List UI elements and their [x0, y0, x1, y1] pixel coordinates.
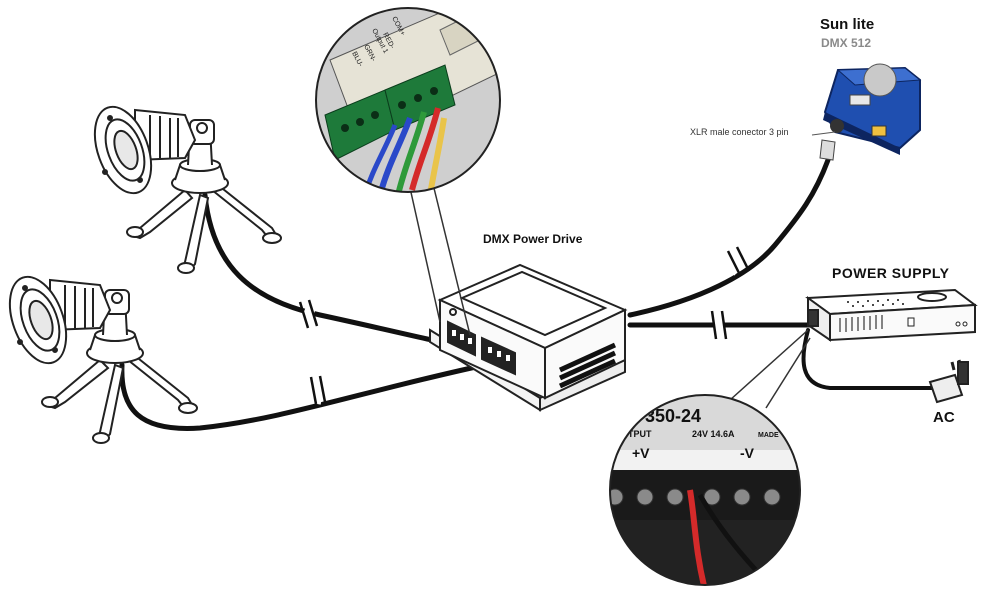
cable-psu-to-ac	[801, 328, 937, 390]
psu-output-text: TPUT	[628, 429, 652, 439]
ac-plug	[928, 359, 969, 404]
spotlight-2	[8, 275, 198, 444]
ac-label: AC	[933, 409, 955, 426]
zoom-lines-psu	[729, 329, 811, 409]
cable-break-marks	[298, 246, 751, 405]
psu-made-text: MADE	[758, 432, 779, 439]
power-supply	[805, 288, 978, 342]
controller-model-label: DMX 512	[821, 36, 872, 50]
power-drive-label: DMX Power Drive	[483, 232, 583, 246]
cable-drive-to-controller	[627, 157, 831, 318]
controller-name-label: Sun lite	[820, 16, 875, 33]
psu-rating-text: 24V 14.6A	[692, 429, 735, 439]
dmx-power-drive	[429, 263, 628, 412]
zoom-lines-terminal	[405, 169, 471, 336]
xlr-connector-label: XLR male conector 3 pin	[690, 127, 789, 137]
psu-positive-label: +V	[632, 445, 650, 461]
power-supply-label: POWER SUPPLY	[832, 265, 950, 281]
spotlight-1	[93, 105, 282, 274]
terminal-zoom-detail: Output 1 COM+ RED- GRN- BLU-	[315, 7, 501, 193]
psu-zoom-detail: 350-24 TPUT 24V 14.6A MADE +V -V	[609, 394, 801, 586]
cable-light2-to-drive	[119, 362, 488, 431]
sunlite-controller	[811, 63, 922, 161]
cable-light1-to-drive	[202, 192, 458, 348]
psu-model-text: 350-24	[645, 406, 701, 426]
psu-negative-label: -V	[740, 445, 755, 461]
